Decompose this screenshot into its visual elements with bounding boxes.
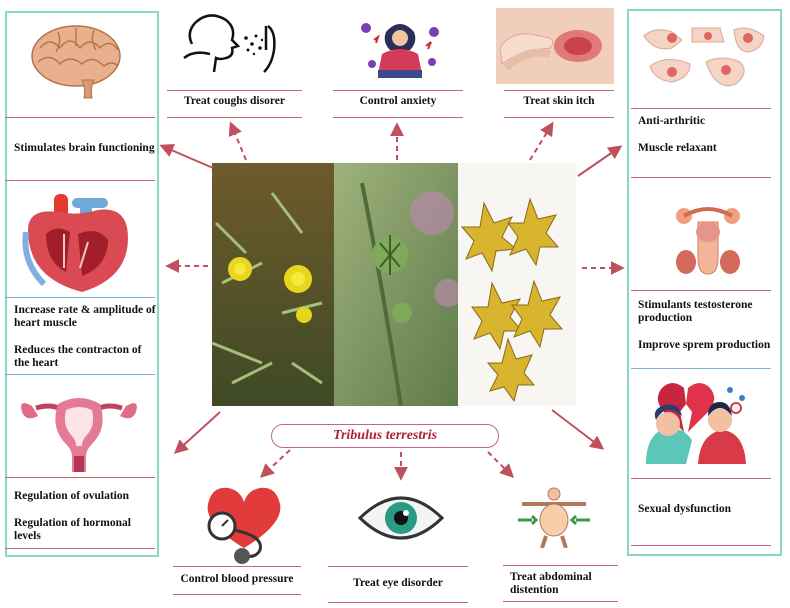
divider: [504, 117, 614, 118]
left-panel: [5, 11, 159, 557]
label-heart-rate: Increase rate & amplitude of heart muscl…: [14, 304, 156, 329]
divider: [503, 601, 618, 602]
arrow-abdominal: [487, 451, 514, 478]
label-cough: Treat coughs disorer: [184, 95, 285, 107]
anxiety-person-icon: [361, 23, 439, 78]
divider: [5, 477, 155, 478]
label-hormonal: Regulation of hormonal levels: [14, 517, 131, 542]
label-anxiety: Control anxiety: [359, 95, 437, 107]
abdominal-icon: [518, 487, 590, 548]
divider: [5, 548, 155, 549]
label-testosterone: Stimulants testosterone production: [638, 299, 753, 324]
divider: [631, 290, 771, 291]
label-anti-arthritic: Anti-arthritic: [638, 115, 706, 127]
divider: [631, 177, 771, 178]
center-title: Tribulus terrestris: [271, 424, 499, 448]
label-abdominal: Treat abdominal distention: [510, 571, 592, 596]
divider: [631, 108, 771, 109]
plant-photo: [212, 163, 576, 406]
divider: [5, 297, 155, 298]
male-reproductive-icon: [676, 207, 740, 275]
divider: [328, 566, 468, 567]
divider: [173, 566, 301, 567]
divider: [631, 368, 771, 369]
uterus-icon: [21, 398, 137, 472]
divider: [333, 90, 463, 91]
eye-icon: [358, 496, 444, 540]
divider: [173, 594, 301, 595]
divider: [504, 90, 614, 91]
divider: [167, 90, 302, 91]
divider: [5, 117, 155, 118]
arrow-sexual: [551, 409, 605, 450]
arrow-joint: [577, 145, 623, 177]
arrow-uterus: [173, 411, 221, 454]
label-ovulation: Regulation of ovulation: [14, 490, 130, 502]
divider: [631, 478, 771, 479]
label-skin: Treat skin itch: [523, 95, 595, 107]
broken-heart-couple-icon: [646, 383, 746, 464]
divider: [333, 117, 463, 118]
label-bp: Control blood pressure: [180, 573, 294, 585]
right-panel: [627, 9, 782, 556]
arrow-brain: [159, 144, 214, 169]
label-eye: Treat eye disorder: [353, 577, 443, 589]
divider: [167, 117, 302, 118]
brain-icon: [31, 25, 121, 99]
arrow-skin: [529, 121, 554, 161]
divider: [5, 374, 155, 375]
joint-pain-icon: [643, 27, 765, 87]
arrow-cough: [228, 121, 247, 161]
divider: [5, 180, 155, 181]
coughing-person-icon: [183, 14, 276, 73]
heart-icon: [22, 194, 128, 292]
blood-pressure-icon: [207, 487, 281, 564]
divider: [631, 545, 771, 546]
label-sperm: Improve sprem production: [638, 339, 771, 351]
label-heart-contraction: Reduces the contracton of the heart: [14, 344, 142, 369]
label-brain: Stimulates brain functioning: [14, 142, 155, 154]
arrow-bp: [259, 449, 291, 478]
label-muscle-relaxant: Muscle relaxant: [638, 142, 717, 154]
label-sexual: Sexual dysfunction: [638, 503, 731, 515]
divider: [503, 565, 618, 566]
skin-itch-icon: [496, 8, 614, 84]
divider: [328, 602, 468, 603]
